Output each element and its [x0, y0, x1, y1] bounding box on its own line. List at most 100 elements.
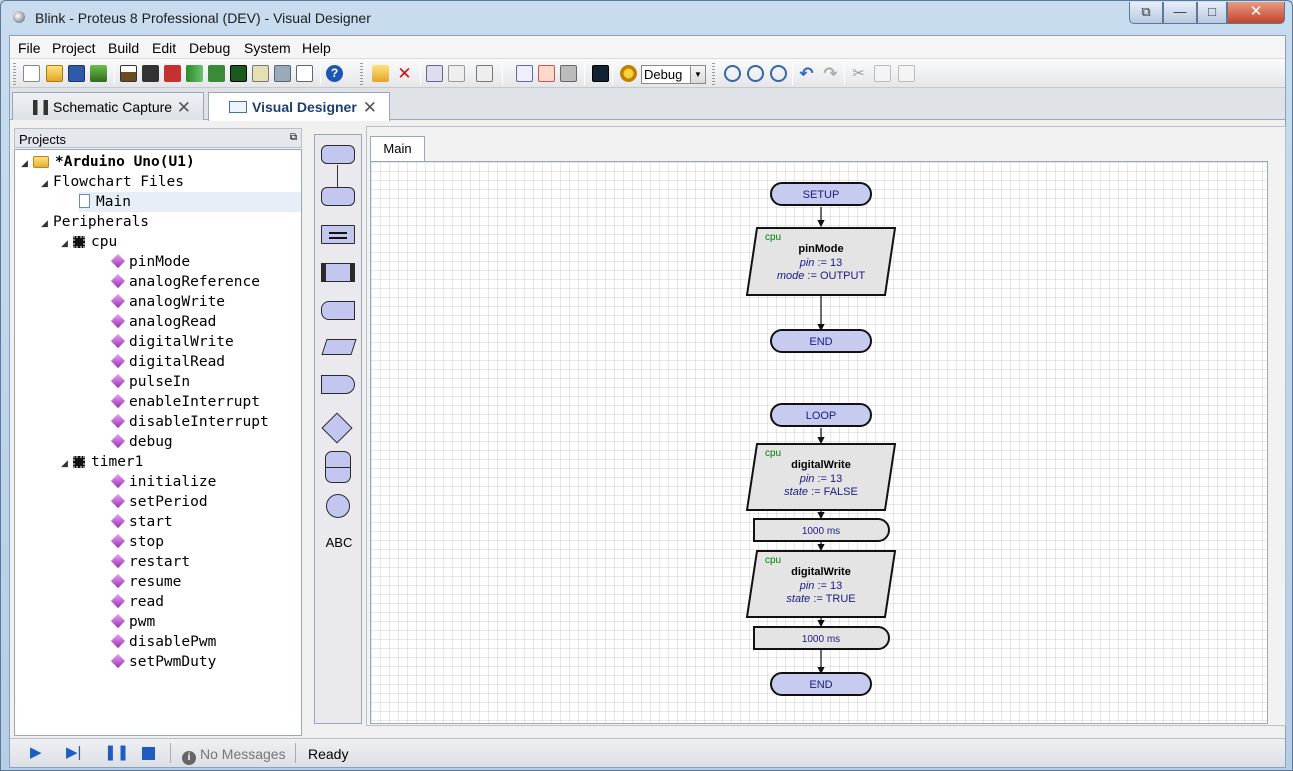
- tree-method-initialize[interactable]: initialize: [110, 472, 216, 492]
- document-icon[interactable]: [296, 65, 313, 82]
- collapse-icon[interactable]: ◢: [41, 179, 48, 189]
- palette-text-tool[interactable]: ABC: [325, 535, 353, 550]
- pinmode-block[interactable]: cpu pinMode pin := 13 mode := OUTPUT: [745, 227, 897, 296]
- restore-external-button[interactable]: ⧉: [1129, 2, 1163, 24]
- delete-icon[interactable]: ✕: [397, 64, 412, 83]
- tree-method-pulsein[interactable]: pulseIn: [110, 372, 190, 392]
- tree-method-read[interactable]: read: [110, 592, 164, 612]
- palette-io-block[interactable]: [321, 339, 357, 355]
- menu-system[interactable]: System: [244, 40, 291, 56]
- gear-icon[interactable]: [620, 65, 637, 82]
- tree-method-digitalread[interactable]: digitalRead: [110, 352, 225, 372]
- tree-method-analogread[interactable]: analogRead: [110, 312, 216, 332]
- tree-method-pinmode[interactable]: pinMode: [110, 252, 190, 272]
- clean-icon[interactable]: [560, 65, 577, 82]
- palette-storage-block[interactable]: [321, 301, 355, 320]
- loop-end-terminal[interactable]: END: [770, 672, 872, 696]
- tree-method-start[interactable]: start: [110, 512, 173, 532]
- new-file-icon[interactable]: [23, 65, 40, 82]
- binary-icon[interactable]: [516, 65, 533, 82]
- tree-method-setperiod[interactable]: setPeriod: [110, 492, 208, 512]
- tree-flowchart-files[interactable]: ◢Flowchart Files: [41, 172, 184, 192]
- close-tab-icon[interactable]: ✕: [362, 98, 377, 117]
- delay-block-2[interactable]: 1000 ms: [753, 626, 890, 650]
- tree-cpu[interactable]: ◢cpu: [61, 232, 117, 252]
- tab-visual-designer[interactable]: Visual Designer ✕: [208, 92, 390, 121]
- tree-method-analogwrite[interactable]: analogWrite: [110, 292, 225, 312]
- bom-icon[interactable]: [230, 65, 247, 82]
- rebuild-icon[interactable]: [538, 65, 555, 82]
- palette-delay-block[interactable]: [321, 375, 355, 394]
- properties-icon[interactable]: [476, 65, 493, 82]
- source-code-icon[interactable]: [274, 65, 291, 82]
- collapse-icon[interactable]: ◢: [61, 459, 68, 469]
- close-button[interactable]: ✕: [1227, 2, 1285, 24]
- collapse-icon[interactable]: ◢: [21, 159, 28, 169]
- palette-assignment-block[interactable]: [321, 225, 355, 244]
- chevron-down-icon[interactable]: ▼: [690, 66, 705, 83]
- digitalwrite-true-block[interactable]: cpu digitalWrite pin := 13 state := TRUE: [745, 550, 897, 618]
- copy-page-icon[interactable]: [448, 65, 465, 82]
- maximize-button[interactable]: □: [1197, 2, 1227, 24]
- zoom-in-icon[interactable]: [724, 65, 741, 82]
- tree-method-disableinterrupt[interactable]: disableInterrupt: [110, 412, 269, 432]
- palette-subroutine-block[interactable]: [321, 263, 355, 282]
- menu-file[interactable]: File: [18, 40, 41, 56]
- tree-method-resume[interactable]: resume: [110, 572, 181, 592]
- tree-method-analogreference[interactable]: analogReference: [110, 272, 260, 292]
- stop-icon[interactable]: [142, 747, 155, 760]
- home-icon[interactable]: [120, 65, 137, 82]
- palette-connector-circle[interactable]: [326, 494, 350, 518]
- close-tab-icon[interactable]: ✕: [176, 98, 191, 117]
- pcb-icon[interactable]: [164, 65, 181, 82]
- tree-method-debug[interactable]: debug: [110, 432, 173, 452]
- build-config-select[interactable]: Debug ▼: [641, 65, 706, 84]
- menu-edit[interactable]: Edit: [152, 40, 177, 56]
- paste-icon[interactable]: [898, 65, 915, 82]
- import-icon[interactable]: [90, 65, 107, 82]
- setup-start-terminal[interactable]: SETUP: [770, 182, 872, 206]
- flowchart-canvas[interactable]: SETUP cpu pinMode pin := 13 mode := OUTP…: [370, 161, 1268, 724]
- add-file-icon[interactable]: [372, 65, 389, 82]
- help-icon[interactable]: ?: [326, 65, 343, 82]
- restore-panel-icon[interactable]: ⧉: [289, 132, 297, 143]
- tree-method-digitalwrite[interactable]: digitalWrite: [110, 332, 234, 352]
- 3d-view-icon[interactable]: [208, 65, 225, 82]
- tab-schematic-capture[interactable]: Schematic Capture ✕: [12, 92, 204, 120]
- palette-event-block[interactable]: [321, 145, 355, 164]
- menu-debug[interactable]: Debug: [189, 40, 231, 56]
- setup-end-terminal[interactable]: END: [770, 329, 872, 353]
- loop-start-terminal[interactable]: LOOP: [770, 403, 872, 427]
- menu-help[interactable]: Help: [302, 40, 331, 56]
- tree-method-pwm[interactable]: pwm: [110, 612, 155, 632]
- digitalwrite-false-block[interactable]: cpu digitalWrite pin := 13 state := FALS…: [745, 443, 897, 511]
- design-notes-icon[interactable]: [252, 65, 269, 82]
- schematic-icon[interactable]: [142, 65, 159, 82]
- export-icon[interactable]: [426, 65, 443, 82]
- collapse-icon[interactable]: ◢: [41, 219, 48, 229]
- menu-build[interactable]: Build: [108, 40, 140, 56]
- menu-project[interactable]: Project: [52, 40, 96, 56]
- step-icon[interactable]: ▶|: [66, 744, 82, 761]
- gerber-icon[interactable]: [186, 65, 203, 82]
- tree-main-file[interactable]: Main: [79, 192, 301, 212]
- toolbar-grip[interactable]: [13, 63, 16, 85]
- tab-main[interactable]: Main: [370, 136, 425, 162]
- palette-event-connector[interactable]: [321, 187, 355, 206]
- zoom-fit-icon[interactable]: [770, 65, 787, 82]
- delay-block-1[interactable]: 1000 ms: [753, 518, 890, 542]
- palette-loop-block[interactable]: [325, 451, 351, 483]
- redo-icon[interactable]: ↷: [823, 64, 838, 83]
- copy-icon[interactable]: [874, 65, 891, 82]
- tree-method-stop[interactable]: stop: [110, 532, 164, 552]
- chip-settings-icon[interactable]: [592, 65, 609, 82]
- tree-method-restart[interactable]: restart: [110, 552, 190, 572]
- tree-method-setpwmduty[interactable]: setPwmDuty: [110, 652, 216, 672]
- palette-decision-block[interactable]: [321, 412, 353, 444]
- pause-icon[interactable]: ❚❚: [104, 744, 130, 761]
- zoom-out-icon[interactable]: [747, 65, 764, 82]
- cut-icon[interactable]: ✂: [852, 65, 865, 82]
- undo-icon[interactable]: ↶: [799, 64, 814, 83]
- collapse-icon[interactable]: ◢: [61, 239, 68, 249]
